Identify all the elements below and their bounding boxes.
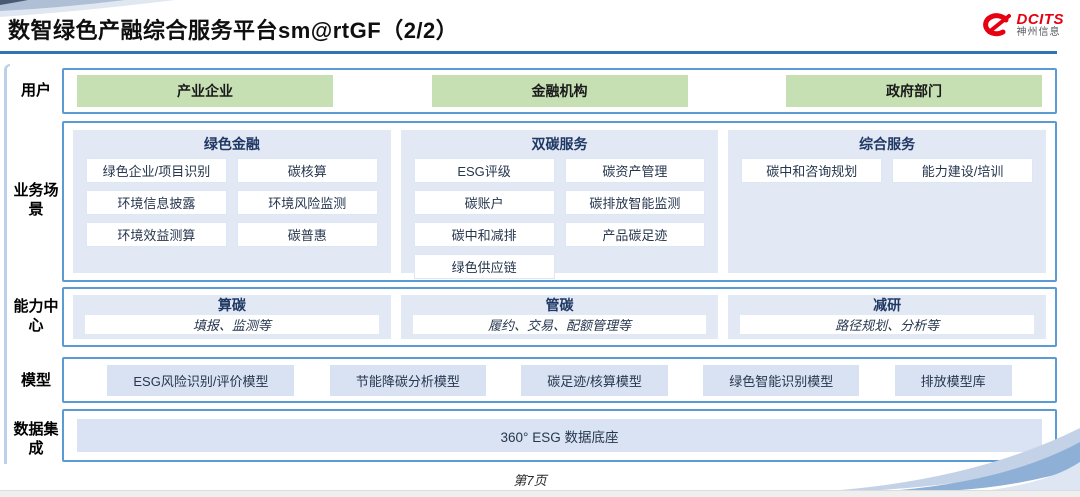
scenario-panel-comprehensive: 综合服务 碳中和咨询规划 能力建设/培训 xyxy=(728,130,1047,273)
page-number: 第7页 xyxy=(513,473,547,488)
model-box: 节能降碳分析模型 xyxy=(329,364,486,396)
dcits-logo-icon xyxy=(982,13,1011,37)
panel-items: 碳中和咨询规划 能力建设/培训 xyxy=(728,157,1046,191)
dcits-logo: DCITS 神州信息 xyxy=(979,10,1065,40)
scenario-item: 碳核算 xyxy=(236,158,378,183)
capability-desc: 路径规划、分析等 xyxy=(740,315,1035,334)
scenario-item: 绿色供应链 xyxy=(413,254,555,279)
scenario-item: ESG评级 xyxy=(413,158,555,183)
scenario-panel-dual-carbon: 双碳服务 ESG评级 碳资产管理 碳账户 碳排放智能监测 碳中和减排 产品碳足迹… xyxy=(400,130,719,279)
row-label-scenarios: 业务场景 xyxy=(13,182,59,218)
row-label-capabilities: 能力中心 xyxy=(13,298,59,334)
scenarios-row: 绿色金融 绿色企业/项目识别 碳核算 环境信息披露 环境风险监测 环境效益测算 … xyxy=(62,121,1057,282)
capability-panel-manage-carbon: 管碳 履约、交易、配额管理等 xyxy=(400,295,719,339)
capability-title: 算碳 xyxy=(217,297,246,313)
page-title: 数智绿色产融综合服务平台sm@rtGF（2/2） xyxy=(8,18,459,43)
capability-panel-reduce-research: 减研 路径规划、分析等 xyxy=(728,295,1047,339)
scenario-item: 碳普惠 xyxy=(236,222,378,247)
corner-swoosh-bottom-right xyxy=(840,428,1080,490)
capability-desc: 履约、交易、配额管理等 xyxy=(412,315,707,334)
capability-desc: 填报、监测等 xyxy=(85,315,379,334)
scenario-item: 碳排放智能监测 xyxy=(564,190,706,215)
panel-items: 绿色企业/项目识别 碳核算 环境信息披露 环境风险监测 环境效益测算 碳普惠 xyxy=(73,157,391,255)
model-box: 排放模型库 xyxy=(894,364,1012,396)
capabilities-row: 算碳 填报、监测等 管碳 履约、交易、配额管理等 减研 路径规划、分析等 xyxy=(62,287,1057,347)
bottom-edge-strip xyxy=(0,490,1080,497)
user-group-box: 金融机构 xyxy=(431,75,688,107)
content-frame-edge xyxy=(4,64,10,464)
user-group-box: 政府部门 xyxy=(786,75,1042,107)
scenario-panel-green-finance: 绿色金融 绿色企业/项目识别 碳核算 环境信息披露 环境风险监测 环境效益测算 … xyxy=(73,130,391,273)
model-box: 绿色智能识别模型 xyxy=(703,364,860,396)
model-box: ESG风险识别/评价模型 xyxy=(107,364,295,396)
user-group-box: 产业企业 xyxy=(77,75,333,107)
capability-title: 管碳 xyxy=(545,297,574,313)
scenario-item: 产品碳足迹 xyxy=(564,222,706,247)
model-box: 碳足迹/核算模型 xyxy=(521,364,668,396)
logo-brand-text: DCITS xyxy=(1016,10,1064,28)
row-label-users: 用户 xyxy=(20,82,51,99)
title-underline xyxy=(0,51,1057,54)
users-row: 产业企业 金融机构 政府部门 xyxy=(62,68,1057,114)
row-label-models: 模型 xyxy=(20,372,51,389)
data-integration-row: 360° ESG 数据底座 xyxy=(62,409,1057,462)
corner-swoosh-top-left xyxy=(0,0,175,17)
scenario-item: 环境信息披露 xyxy=(86,190,227,215)
scenario-item: 碳资产管理 xyxy=(564,158,706,183)
scenario-item: 碳中和咨询规划 xyxy=(741,158,883,183)
panel-title: 双碳服务 xyxy=(531,136,588,152)
panel-title: 综合服务 xyxy=(859,136,916,152)
scenario-item: 绿色企业/项目识别 xyxy=(86,158,227,183)
panel-title: 绿色金融 xyxy=(203,136,260,152)
scenario-item: 碳中和减排 xyxy=(413,222,555,247)
capability-title: 减研 xyxy=(873,297,902,313)
scenario-item: 环境效益测算 xyxy=(86,222,227,247)
row-label-data-integration: 数据集成 xyxy=(13,421,59,457)
capability-panel-calc-carbon: 算碳 填报、监测等 xyxy=(73,295,391,339)
panel-items: ESG评级 碳资产管理 碳账户 碳排放智能监测 碳中和减排 产品碳足迹 绿色供应… xyxy=(401,157,719,287)
logo-company-text: 神州信息 xyxy=(1016,26,1061,38)
models-row: ESG风险识别/评价模型 节能降碳分析模型 碳足迹/核算模型 绿色智能识别模型 … xyxy=(62,357,1057,403)
scenario-item: 环境风险监测 xyxy=(236,190,378,215)
scenario-item: 碳账户 xyxy=(413,190,555,215)
data-base-box: 360° ESG 数据底座 xyxy=(77,419,1042,452)
scenario-item: 能力建设/培训 xyxy=(892,158,1034,183)
